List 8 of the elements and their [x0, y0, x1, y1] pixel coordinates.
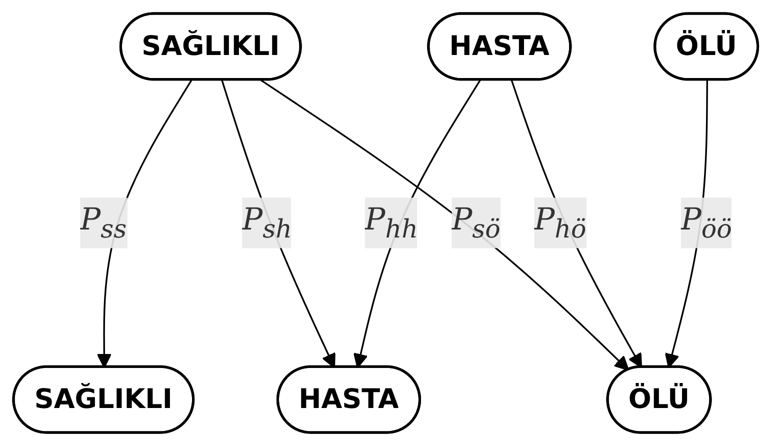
edge-label: P$_{hö}$ [534, 202, 587, 244]
arrow [260, 80, 630, 371]
edge-label: P$_{sh}$ [242, 202, 292, 244]
edge-label: P$_{hh}$ [365, 202, 418, 244]
arrow [511, 80, 642, 368]
edge-label: P$_{ss}$ [80, 202, 127, 244]
edge-label: P$_{öö}$ [681, 202, 732, 244]
edge-label: P$_{sö}$ [452, 202, 501, 244]
